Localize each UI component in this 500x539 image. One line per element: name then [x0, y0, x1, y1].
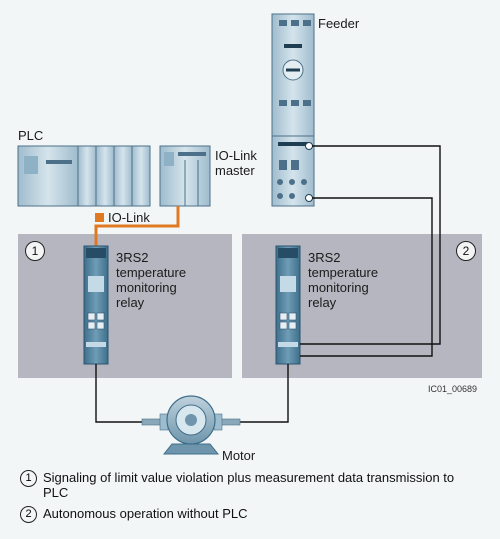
wire-feeder-relay-b [300, 197, 433, 357]
feeder-device [271, 13, 315, 207]
plc-device [17, 145, 151, 207]
relay-left-label: 3RS2 temperature monitoring relay [116, 250, 187, 310]
io-link-master-device [159, 145, 211, 207]
feeder-label: Feeder [318, 16, 360, 31]
io-link-marker [95, 213, 104, 222]
motor-device [141, 395, 241, 455]
plc-label: PLC [18, 128, 44, 143]
panel-mode-1 [18, 234, 232, 378]
io-link-master-label: IO-Link master [215, 148, 257, 178]
legend-number-1: 1 [20, 470, 37, 487]
legend-item-1: 1 Signaling of limit value violation plu… [20, 470, 463, 500]
relay-right-label: 3RS2 temperature monitoring relay [308, 250, 379, 310]
io-link-cable [94, 206, 180, 246]
motor-label: Motor [222, 448, 256, 463]
legend-number-2: 2 [20, 506, 37, 523]
figure-id: IC01_00689 [428, 384, 478, 394]
legend-text-2: Autonomous operation without PLC [43, 506, 248, 521]
wire-relay-left-motor [95, 364, 142, 423]
relay-left-device [83, 245, 109, 365]
panel-number-1: 1 [25, 241, 45, 261]
legend-text-1: Signaling of limit value violation plus … [43, 470, 455, 500]
legend-item-2: 2 Autonomous operation without PLC [20, 506, 463, 523]
relay-right-device [275, 245, 301, 365]
panel-number-2: 2 [456, 241, 476, 261]
io-link-label: IO-Link [108, 210, 150, 225]
wire-feeder-relay-a [300, 145, 441, 345]
wire-relay-right-motor [240, 364, 289, 423]
